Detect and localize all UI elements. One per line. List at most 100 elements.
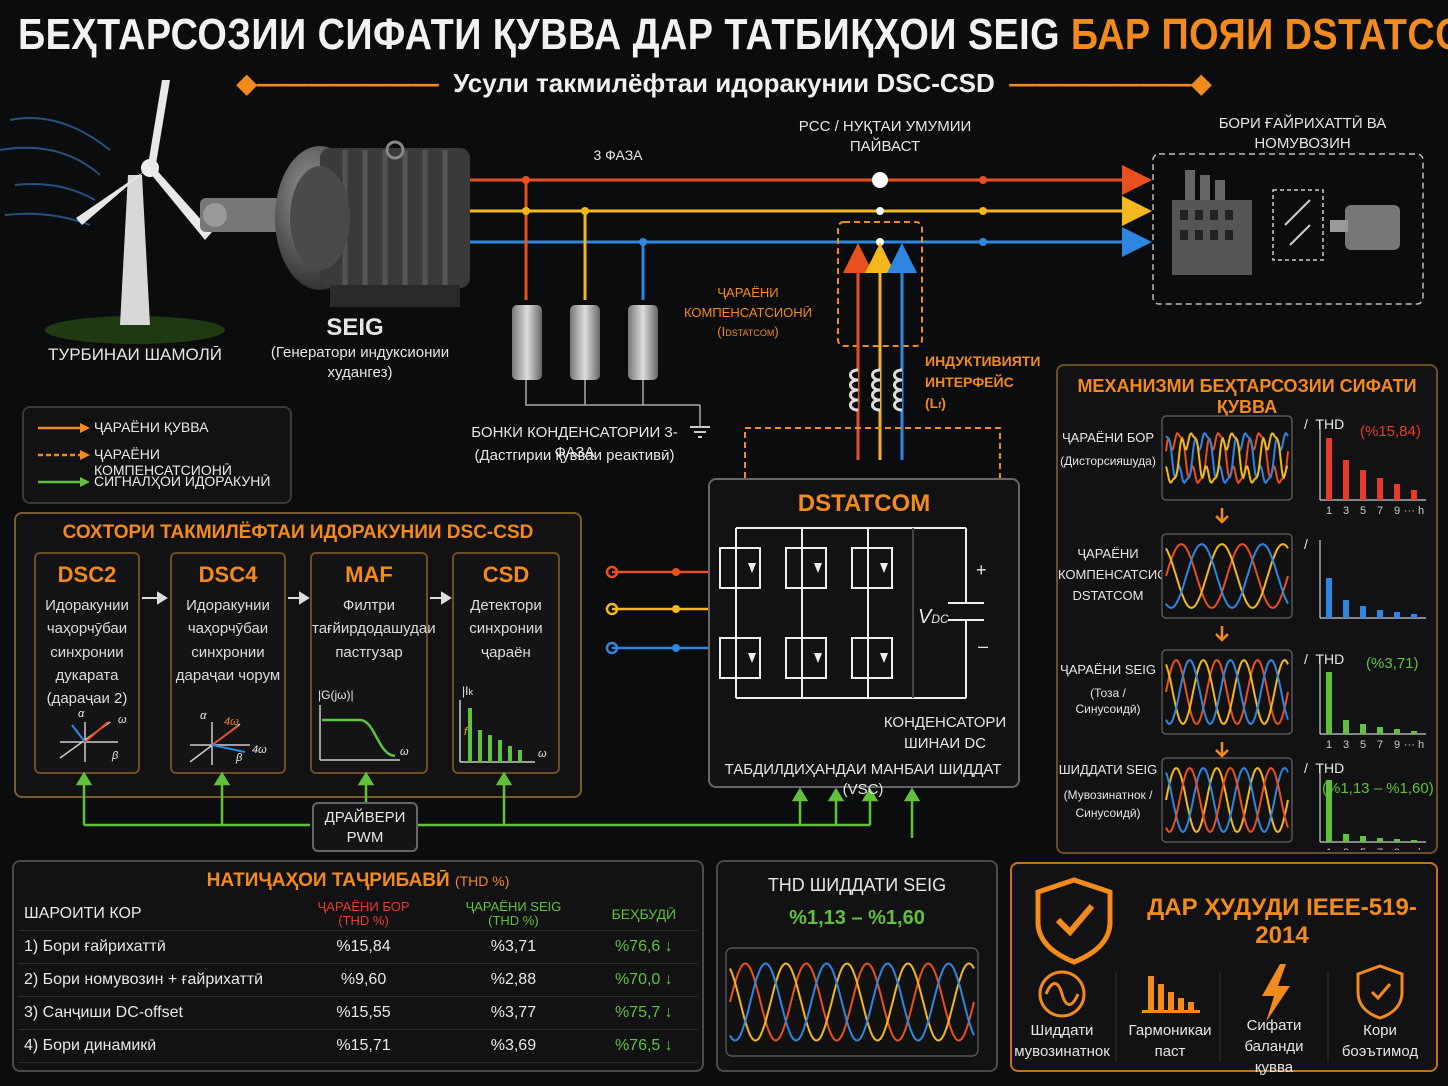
dsc2-desc: Идоракунии чаҳорчӯбаи синхронии дукарата… [45,597,129,707]
minus-sign: – [978,636,989,656]
row1-imp: %76,6 ↓ [589,930,698,964]
dstatcom-panel: DSTATCOM [708,478,1020,788]
table-row: 2) Бори номувозин + ғайрихаттӣ%9,60%2,88… [18,963,698,997]
waveform-line [1165,543,1289,609]
inductance-text: ИНДУКТИВИЯТИ ИНТЕРФЕЙС (L [925,353,1041,411]
ieee-title: ДАР ҲУДУДИ IEEE-519-2014 [1147,894,1417,949]
harmonic-bar [1377,727,1383,734]
maf-gain-label: |G(jω)| [318,688,354,702]
harmonic-tick: 5 [1360,739,1366,751]
waveform-line [1165,767,1289,833]
row2-cond: 2) Бори номувозин + ғайрихаттӣ [18,963,290,997]
mech-row1-sub: (Дисторсияшуда) [1060,454,1156,468]
harmonic-bar [1394,729,1400,734]
col-load: ҶАРАЁНИ БОР(THD %) [290,898,438,931]
results-title-text: НАТИҶАҲОИ ТАҶРИБАВӢ [206,870,450,891]
factory-icon [1172,170,1252,275]
ieee-panel: ДАР ҲУДУДИ IEEE-519-2014 [1010,862,1438,1072]
row4-imp: %76,5 ↓ [589,1029,698,1063]
csd-k-sub: k [468,687,473,697]
waveform-line [1165,659,1289,725]
dsc4-beta: β [236,752,243,764]
harmonic-tick: 3 [1343,739,1349,751]
results-header-row: ШАРОИТИ КОР ҶАРАЁНИ БОР(THD %) ҶАРАЁНИ S… [18,898,698,931]
harmonic-tick: 1 [1326,739,1332,751]
row2-seig: %2,88 [437,963,590,997]
dsc4-desc: Идоракунии чаҳорчӯбаи синхронии дараҷаи … [175,597,281,684]
flow-arrow-icon [1215,626,1229,642]
legend: ҶАРАЁНИ ҚУВВА ҶАРАЁНИ КОМПЕНСАТСИОНӢ СИГ… [22,406,292,504]
comp-current-sub: DSTATCOM [725,328,775,338]
waveform-line [1165,767,1289,833]
harmonic-bar [1411,490,1417,500]
row4-cond: 4) Бори динамикӣ [18,1029,290,1063]
shield-check-icon [1035,877,1113,965]
pcc-node [872,172,888,188]
ieee-item-3: Сифати баланди қувва [1244,1017,1304,1076]
harmonic-tick: ··· h [1404,505,1424,517]
thd-label-4-text: THD [1315,760,1345,776]
waveform-line [729,962,975,1042]
col-condition: ШАРОИТИ КОР [18,898,290,931]
row2-imp: %70,0 ↓ [589,963,698,997]
harmonic-bar [1377,478,1383,500]
maf-omega: ω [400,746,409,758]
waveform-line [1165,543,1289,609]
turbine-label: ТУРБИНАИ ШАМОЛӢ [48,345,222,364]
ieee-item-1: Шиддати мувозинатнок [1014,1022,1110,1060]
mech-row4-label: ШИДДАТИ SEIG [1058,762,1158,777]
thd-voltage-waveform [725,947,979,1057]
ieee-item-2: Гармоникаи паст [1128,1022,1212,1060]
row2-load: %9,60 [290,963,438,997]
legend-power-current: ҶАРАЁНИ ҚУВВА [94,419,209,435]
harmonic-bar [1343,600,1349,618]
comp-current-symbol: (I [717,324,726,339]
waveform-line [729,962,975,1042]
page-title: БЕҲТАРСОЗИИ СИФАТИ ҚУВВА ДАР ТАТБИҚҲОИ S… [18,10,1448,60]
comp-current-label: ҶАРАЁНИ КОМПЕНСАТСИОНӢ (IDSTATCOM) [683,283,813,342]
vsc-label: ТАБДИЛДИҲАНДАИ МАНБАИ ШИДДАТ (VSC) [724,761,1002,798]
capbank-label: БОНКИ КОНДЕНСАТОРИИ 3-ФАЗА [471,424,678,461]
harmonic-bar [1377,610,1383,618]
harmonic-bar [1411,731,1417,734]
inverter-schematic [719,527,984,699]
vdc-label: VDC [918,606,949,629]
harmonic-tick: 9 [1394,847,1400,850]
harmonic-bar [1394,612,1400,618]
seig-label: SEIG [326,314,384,341]
harmonic-bar [1377,838,1383,842]
power-system-diagram: 3 ФАЗА [0,80,1424,478]
col-improvement: БЕҲБУДӢ [589,898,698,931]
row4-load: %15,71 [290,1029,438,1063]
capbank-description: (Дастгирии қувваи реактивӣ) [474,447,675,464]
row1-load: %15,84 [290,930,438,964]
mech-row4-sub: (Мувозинатнок / Синусоидӣ) [1063,788,1153,820]
harmonic-tick: 9 [1394,505,1400,517]
block-csd: CSD Детектори синхронии ҷараён [452,552,560,774]
load-motor-icon [1330,205,1400,250]
load-box [1152,153,1424,305]
csd-desc: Детектори синхронии ҷараён [469,597,543,661]
thd-label-1-text: THD [1315,416,1345,432]
dsc4-alpha: α [200,710,207,722]
seig-description: (Генератори индуксионии худангез) [270,344,450,381]
lightning-icon [1262,964,1290,1022]
thd-label-3: / THD [1304,651,1345,667]
dsc2-title: DSC2 [57,562,117,587]
thd-value-1: (%15,84) [1360,423,1421,440]
waveform-line [1165,543,1289,609]
vdc-text: V [918,606,932,628]
maf-desc: Филтри тағйирдодашудаи пастгузар [312,597,436,661]
thd-label-3-text: THD [1315,651,1345,667]
comp-current-close: ) [774,324,779,339]
legend-control-signals: СИГНАЛҲОИ ИДОРАКУНӢ [94,473,271,489]
inductance-sub: f [938,400,942,410]
harmonic-tick: 1 [1326,505,1332,517]
csd-omega: ω [538,748,547,760]
sine-icon [1038,970,1086,1018]
flow-arrow-icon [1215,742,1229,758]
dsc4-omega2: 4ω [252,744,267,756]
csd-title: CSD [482,562,530,587]
seig-generator-icon [200,140,470,307]
table-row: 1) Бори ғайрихаттӣ%15,84%3,71%76,6 ↓ [18,930,698,964]
